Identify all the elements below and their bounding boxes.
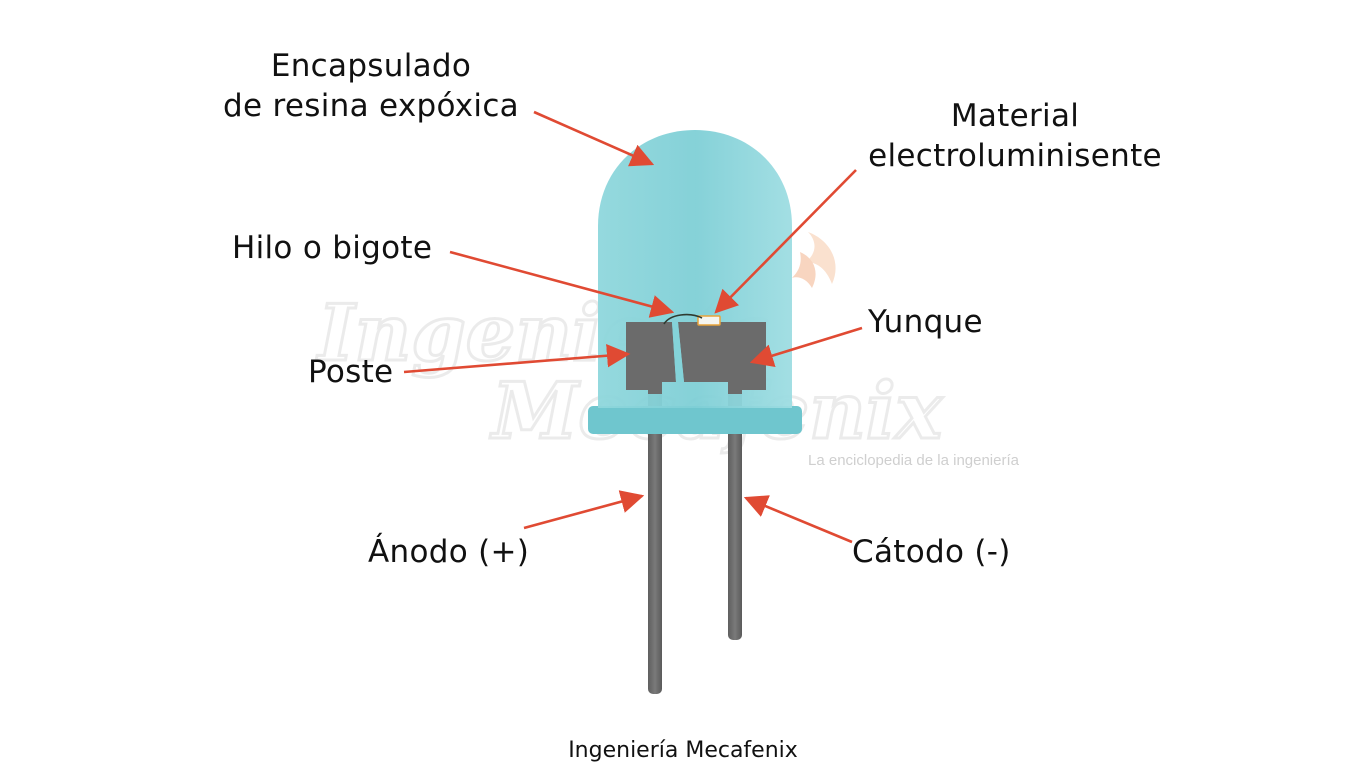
label-hilo: Hilo o bigote — [232, 230, 433, 266]
cathode-lead — [728, 386, 742, 640]
watermark-tagline: La enciclopedia de la ingeniería — [808, 452, 1019, 469]
arrow-hilo — [449, 250, 675, 318]
emitter-chip — [697, 315, 721, 326]
label-material: Material electroluminisente — [850, 96, 1180, 176]
whisker-wire — [663, 313, 703, 325]
label-encapsulado-line2: de resina expóxica — [223, 88, 519, 124]
label-anodo: Ánodo (+) — [368, 534, 530, 570]
label-catodo: Cátodo (-) — [852, 534, 1011, 570]
anode-lead — [648, 386, 662, 694]
pointer-arrows — [403, 110, 863, 544]
arrow-material — [714, 169, 857, 314]
arrow-catodo — [743, 495, 853, 544]
label-encapsulado: Encapsulado de resina expóxica — [206, 46, 536, 126]
credit-caption: Ingeniería Mecafenix — [568, 738, 798, 763]
arrow-encapsulado — [533, 110, 655, 167]
label-yunque: Yunque — [868, 304, 983, 340]
arrow-yunque — [749, 326, 863, 367]
anvil-frame — [678, 322, 766, 394]
arrow-poste — [403, 344, 631, 374]
post-frame — [626, 322, 676, 394]
lens-flange — [588, 406, 802, 434]
label-material-line1: Material — [950, 98, 1080, 134]
label-poste: Poste — [308, 354, 394, 390]
label-encapsulado-line1: Encapsulado — [270, 48, 472, 84]
label-material-line2: electroluminisente — [868, 138, 1162, 174]
arrow-anodo — [523, 490, 645, 530]
